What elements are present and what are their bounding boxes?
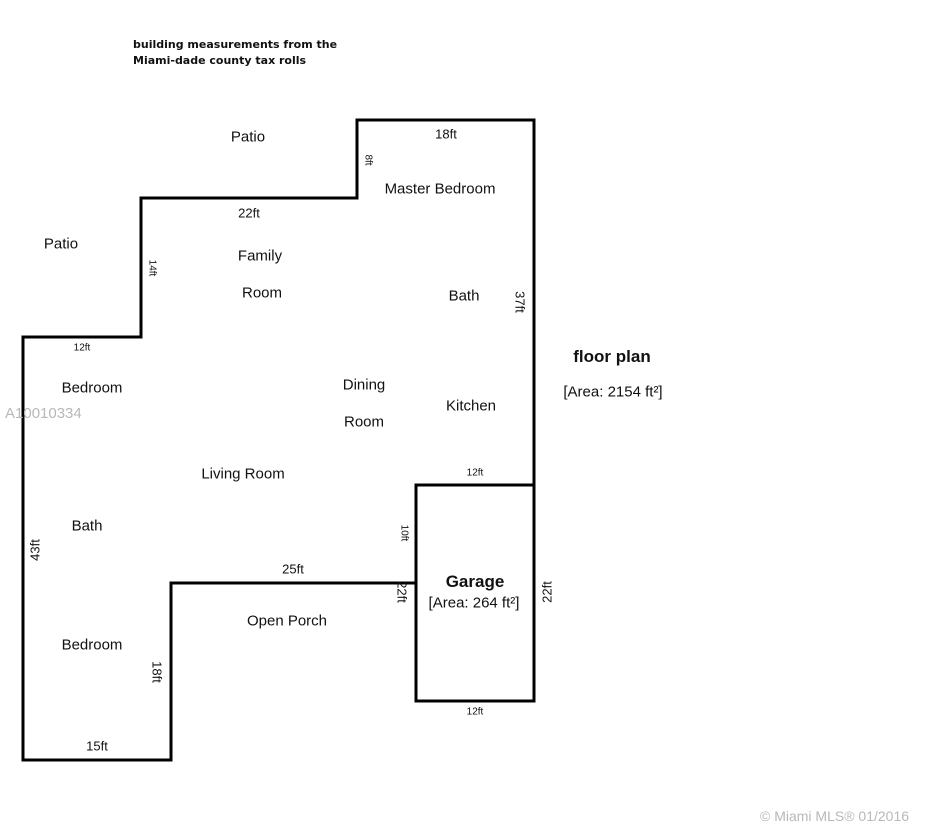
dimension-label: 15ft xyxy=(86,738,108,754)
room-label: Bedroom xyxy=(61,636,123,654)
room-label: Family xyxy=(237,247,283,265)
room-label: Living Room xyxy=(201,465,285,483)
dimension-label: 18ft xyxy=(435,126,457,142)
room-label: Patio xyxy=(43,235,79,253)
copyright-watermark: © Miami MLS® 01/2016 xyxy=(760,808,910,824)
house-outline xyxy=(21,118,536,762)
dimension-label: 10ft xyxy=(398,524,410,542)
room-label: Patio xyxy=(230,128,266,146)
garage-outline xyxy=(414,483,536,703)
room-label: Bath xyxy=(71,517,103,535)
dimension-label: 22ft xyxy=(238,205,260,221)
dimension-label: 18ft xyxy=(149,661,165,683)
dimension-label: 12ft xyxy=(466,706,484,718)
floor-plan-title: floor plan xyxy=(573,347,651,366)
dimension-label: 14ft xyxy=(146,259,158,277)
dimension-label: 22ft xyxy=(539,581,555,603)
garage-area: [Area: 264 ft²] xyxy=(428,594,520,612)
note-line: building measurements from the xyxy=(133,38,338,51)
dimension-label: 12ft xyxy=(466,467,484,479)
dimension-label: 37ft xyxy=(512,291,528,313)
dimension-label: 25ft xyxy=(282,561,304,577)
dimension-label: 12ft xyxy=(73,342,91,354)
room-label: Open Porch xyxy=(246,612,328,630)
room-label: Dining xyxy=(342,376,386,394)
room-label: Room xyxy=(343,413,385,431)
dimension-label: 43ft xyxy=(27,539,43,561)
listing-watermark: A10010334 xyxy=(5,405,82,422)
room-label: Bedroom xyxy=(61,379,123,397)
note-line: Miami-dade county tax rolls xyxy=(133,54,307,67)
room-label: Master Bedroom xyxy=(384,180,496,198)
garage-label: Garage xyxy=(445,572,505,591)
room-label: Room xyxy=(241,284,283,302)
dimension-label: 8ft xyxy=(362,154,374,166)
room-label: Kitchen xyxy=(445,397,497,415)
room-label: Bath xyxy=(448,287,480,305)
floor-plan-area: [Area: 2154 ft²] xyxy=(563,383,663,401)
dimension-label: 22ft xyxy=(394,581,410,603)
